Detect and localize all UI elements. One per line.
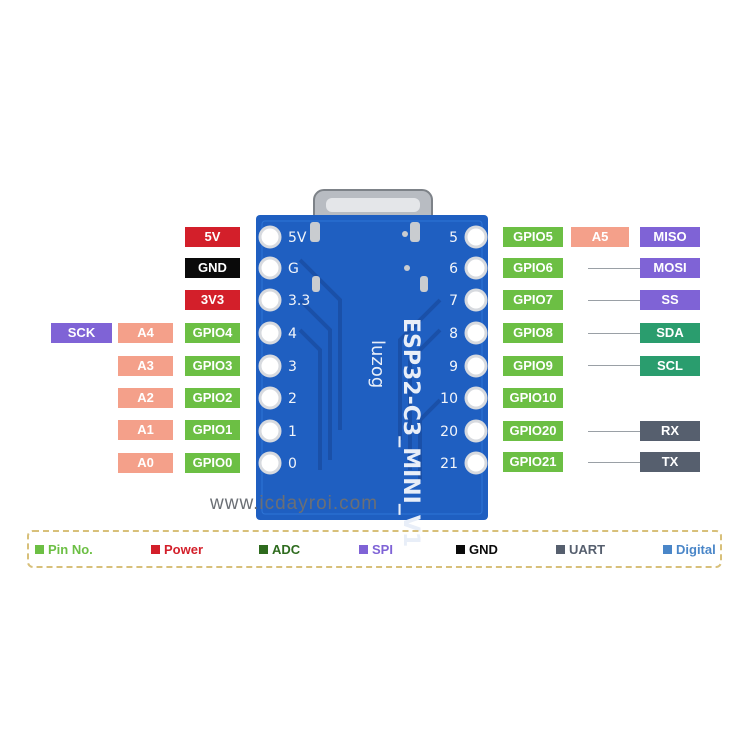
legend-swatch <box>259 545 268 554</box>
left-header-pin <box>258 288 282 312</box>
label-a0: A0 <box>118 453 173 473</box>
left-header-pin <box>258 225 282 249</box>
label-rx: RX <box>640 421 700 441</box>
board-silk-name: ESP32-C3_MINI_V1 <box>398 318 423 547</box>
label-gpio0: GPIO0 <box>185 453 240 473</box>
legend-label: Power <box>164 542 204 557</box>
board-silk-logo: luzog <box>367 340 388 388</box>
legend: Pin No. Power ADC SPI GND UART Digital <box>27 530 722 568</box>
left-header-pin <box>258 386 282 410</box>
label-a4: A4 <box>118 323 173 343</box>
right-header-pin <box>464 321 488 345</box>
right-pin-number: 5 <box>449 230 458 246</box>
right-header-pin <box>464 451 488 475</box>
legend-swatch <box>663 545 672 554</box>
leader-line-gpio9 <box>588 365 640 366</box>
leader-line-gpio7 <box>588 300 640 301</box>
right-header-pin <box>464 256 488 280</box>
right-header-pin <box>464 288 488 312</box>
label-gpio20: GPIO20 <box>503 421 563 441</box>
label-gpio5: GPIO5 <box>503 227 563 247</box>
legend-item-gnd: GND <box>456 542 498 557</box>
watermark: www.icdayroi.com <box>210 493 379 514</box>
right-pin-number: 21 <box>440 456 458 472</box>
legend-item-spi: SPI <box>359 542 393 557</box>
left-pin-number: 0 <box>288 456 297 472</box>
legend-label: Pin No. <box>48 542 93 557</box>
left-pin-number: 3 <box>288 359 297 375</box>
label-a3: A3 <box>118 356 173 376</box>
left-pin-number: 2 <box>288 391 297 407</box>
label-gpio4: GPIO4 <box>185 323 240 343</box>
leader-line-gpio8 <box>588 333 640 334</box>
label-sck: SCK <box>51 323 112 343</box>
left-header-pin <box>258 256 282 280</box>
label-mosi: MOSI <box>640 258 700 278</box>
right-pin-number: 9 <box>449 359 458 375</box>
legend-label: GND <box>469 542 498 557</box>
legend-label: ADC <box>272 542 301 557</box>
legend-swatch <box>35 545 44 554</box>
label-a5: A5 <box>571 227 629 247</box>
label-gpio10: GPIO10 <box>503 388 563 408</box>
label-tx: TX <box>640 452 700 472</box>
label-gpio6: GPIO6 <box>503 258 563 278</box>
legend-swatch <box>456 545 465 554</box>
label-5v: 5V <box>185 227 240 247</box>
label-gpio8: GPIO8 <box>503 323 563 343</box>
label-ss: SS <box>640 290 700 310</box>
right-pin-number: 8 <box>449 326 458 342</box>
right-header-pin <box>464 386 488 410</box>
label-gpio21: GPIO21 <box>503 452 563 472</box>
leader-line-gpio21 <box>588 462 640 463</box>
legend-swatch <box>556 545 565 554</box>
label-miso: MISO <box>640 227 700 247</box>
legend-label: SPI <box>372 542 393 557</box>
label-gpio3: GPIO3 <box>185 356 240 376</box>
left-pin-number: G <box>288 261 299 277</box>
left-header-pin <box>258 321 282 345</box>
label-a1: A1 <box>118 420 173 440</box>
left-header-pin <box>258 354 282 378</box>
leader-line-gpio6 <box>588 268 640 269</box>
right-header-pin <box>464 354 488 378</box>
legend-swatch <box>151 545 160 554</box>
right-pin-number: 20 <box>440 424 458 440</box>
legend-item-adc: ADC <box>259 542 300 557</box>
right-header-pin <box>464 419 488 443</box>
label-a2: A2 <box>118 388 173 408</box>
left-pin-number: 3.3 <box>288 293 310 309</box>
left-header-pin <box>258 451 282 475</box>
legend-label: Digital <box>676 542 716 557</box>
label-gnd: GND <box>185 258 240 278</box>
legend-item-power: Power <box>151 542 203 557</box>
left-header-pin <box>258 419 282 443</box>
label-scl: SCL <box>640 356 700 376</box>
label-gpio1: GPIO1 <box>185 420 240 440</box>
label-gpio7: GPIO7 <box>503 290 563 310</box>
right-pin-number: 10 <box>440 391 458 407</box>
left-pin-number: 4 <box>288 326 297 342</box>
right-header-pin <box>464 225 488 249</box>
legend-item-uart: UART <box>556 542 605 557</box>
right-pin-number: 6 <box>449 261 458 277</box>
legend-item-digital: Digital <box>663 542 716 557</box>
legend-item-pin-no: Pin No. <box>35 542 93 557</box>
left-pin-number: 1 <box>288 424 297 440</box>
leader-line-gpio20 <box>588 431 640 432</box>
label-gpio9: GPIO9 <box>503 356 563 376</box>
label-3v3: 3V3 <box>185 290 240 310</box>
label-sda: SDA <box>640 323 700 343</box>
legend-label: UART <box>569 542 606 557</box>
label-gpio2: GPIO2 <box>185 388 240 408</box>
right-pin-number: 7 <box>449 293 458 309</box>
legend-swatch <box>359 545 368 554</box>
left-pin-number: 5V <box>288 230 307 246</box>
